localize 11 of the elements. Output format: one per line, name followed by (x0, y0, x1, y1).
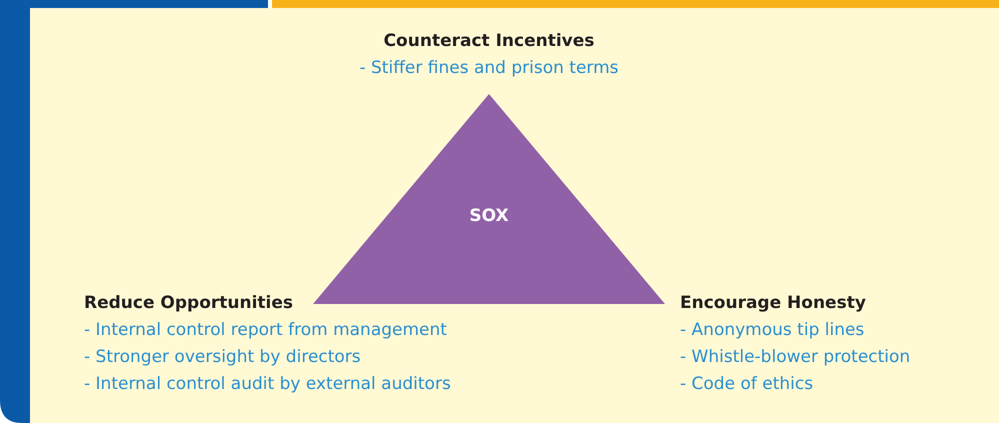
bullet-item: - Stiffer fines and prison terms (359, 58, 619, 78)
section-heading: Reduce Opportunities (84, 293, 294, 313)
bullet-item: - Internal control report from management (84, 320, 447, 340)
bullet-item: - Stronger oversight by directors (84, 347, 361, 367)
section-heading: Encourage Honesty (680, 293, 866, 313)
section-heading: Counteract Incentives (384, 31, 594, 51)
bullet-item: - Code of ethics (680, 374, 814, 394)
bullet-item: - Internal control audit by external auditors (84, 374, 451, 394)
bullet-item: - Anonymous tip lines (680, 320, 864, 340)
bullet-item: - Whistle-blower protection (680, 347, 910, 367)
triangle-label: SOX (468, 206, 510, 226)
